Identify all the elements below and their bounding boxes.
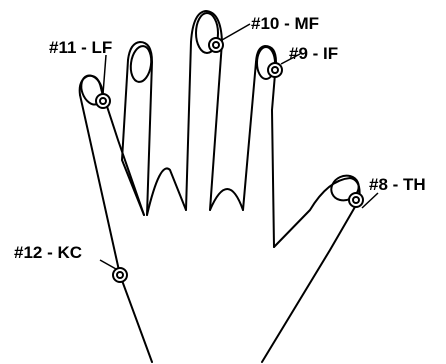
label-p11: #11 - LF [49, 38, 112, 57]
label-p12: #12 - KC [14, 243, 82, 262]
concentric-circle-icon [209, 38, 223, 52]
hand-outline [80, 11, 360, 362]
concentric-circle-icon [268, 63, 282, 77]
marker-points [96, 38, 363, 282]
label-p10: #10 - MF [251, 14, 319, 33]
concentric-circle-icon [113, 268, 127, 282]
label-p8: #8 - TH [369, 175, 426, 194]
label-p9: #9 - IF [289, 44, 338, 63]
concentric-circle-icon [349, 193, 363, 207]
concentric-circle-icon [96, 94, 110, 108]
ring-finger-nail [129, 45, 154, 83]
